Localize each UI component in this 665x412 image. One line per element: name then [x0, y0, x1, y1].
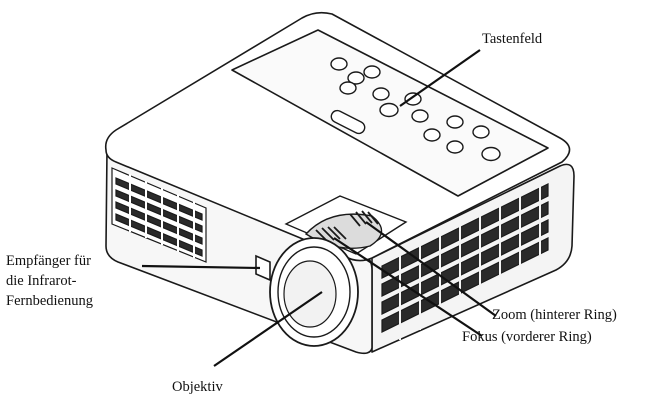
keypad-button [405, 93, 421, 105]
label-ir-receiver-2: die Infrarot- [6, 272, 76, 291]
keypad-button [331, 58, 347, 70]
keypad-button [473, 126, 489, 138]
keypad-button [373, 88, 389, 100]
label-zoom: Zoom (hinterer Ring) [492, 306, 617, 325]
keypad-button [412, 110, 428, 122]
keypad-button [447, 141, 463, 153]
label-keypad: Tastenfeld [482, 30, 542, 49]
keypad-button [424, 129, 440, 141]
keypad-button [364, 66, 380, 78]
label-focus: Fokus (vorderer Ring) [462, 328, 592, 347]
keypad-button [380, 104, 398, 117]
label-lens: Objektiv [172, 378, 223, 397]
keypad-button [482, 148, 500, 161]
label-ir-receiver-3: Fernbedienung [6, 292, 93, 311]
keypad-button [340, 82, 356, 94]
lens [270, 238, 358, 346]
label-ir-receiver-1: Empfänger für [6, 252, 91, 271]
keypad-button [447, 116, 463, 128]
